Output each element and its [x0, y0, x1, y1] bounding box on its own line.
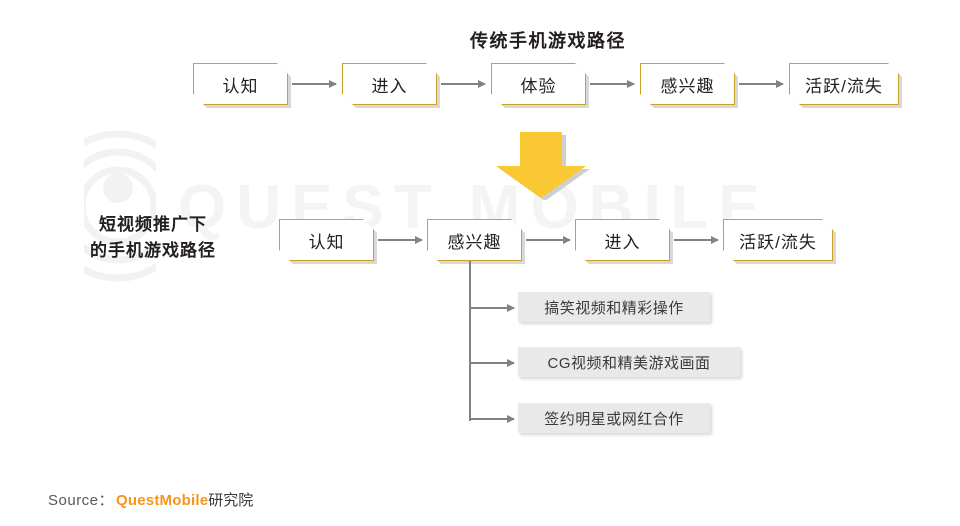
arrow-shortvideo-3-4	[674, 239, 718, 241]
arrow-traditional-4-5	[739, 83, 783, 85]
brand-name: QuestMobile	[116, 492, 209, 509]
transition-down-arrow-icon	[496, 132, 590, 200]
tree-trunk-line	[469, 261, 471, 421]
interest-detail-3[interactable]: 签约明星或网红合作	[518, 403, 710, 433]
arrow-traditional-3-4	[590, 83, 634, 85]
flow-step-traditional-3[interactable]: 体验	[491, 63, 586, 105]
side-label-shortvideo: 短视频推广下 的手机游戏路径	[58, 212, 248, 264]
source-footer: Source： QuestMobile 研究院	[48, 489, 253, 510]
source-label: Source：	[48, 492, 115, 509]
flow-step-shortvideo-4[interactable]: 活跃/流失	[723, 219, 833, 261]
tree-branch-3	[469, 418, 514, 420]
flow-step-traditional-4[interactable]: 感兴趣	[640, 63, 735, 105]
tree-branch-2	[469, 362, 514, 364]
flow-step-traditional-5[interactable]: 活跃/流失	[789, 63, 899, 105]
arrow-shortvideo-1-2	[378, 239, 422, 241]
tree-branch-1	[469, 307, 514, 309]
side-label-line1: 短视频推广下	[99, 215, 207, 234]
flow-step-shortvideo-3[interactable]: 进入	[575, 219, 670, 261]
page-title: 传统手机游戏路径	[470, 31, 626, 51]
arrow-traditional-1-2	[292, 83, 336, 85]
interest-detail-1[interactable]: 搞笑视频和精彩操作	[518, 292, 710, 322]
brand-suffix: 研究院	[208, 492, 254, 509]
arrow-shortvideo-2-3	[526, 239, 570, 241]
side-label-line2: 的手机游戏路径	[90, 241, 216, 260]
arrow-traditional-2-3	[441, 83, 485, 85]
flow-step-traditional-1[interactable]: 认知	[193, 63, 288, 105]
flow-step-shortvideo-2[interactable]: 感兴趣	[427, 219, 522, 261]
flow-step-traditional-2[interactable]: 进入	[342, 63, 437, 105]
flow-step-shortvideo-1[interactable]: 认知	[279, 219, 374, 261]
interest-detail-2[interactable]: CG视频和精美游戏画面	[518, 347, 740, 377]
